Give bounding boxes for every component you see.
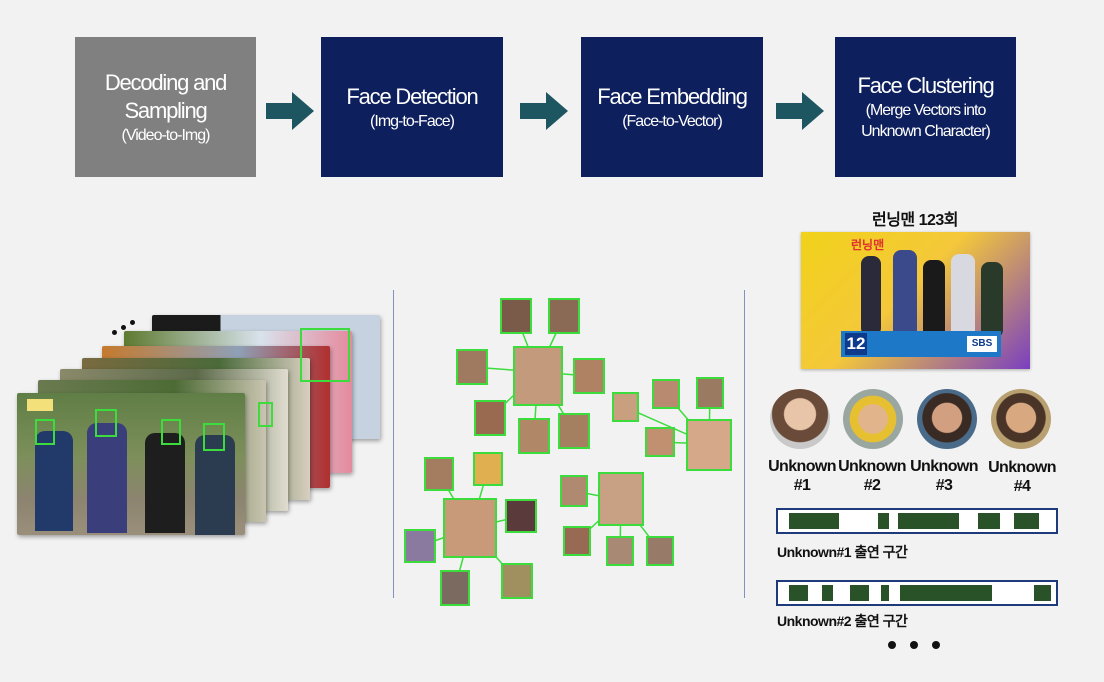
face-node — [505, 499, 537, 533]
appearance-segment — [789, 585, 808, 601]
face-node — [686, 419, 732, 471]
face-node — [563, 526, 591, 556]
appearance-segment — [822, 585, 833, 601]
face-node — [404, 529, 436, 563]
appearance-timeline-2 — [776, 580, 1058, 606]
face-node — [513, 346, 563, 406]
unknown-label-3: Unknown#3 — [910, 458, 978, 494]
appearance-segment — [898, 513, 959, 529]
face-detection-box — [95, 409, 117, 437]
stage-subtitle: (Video-to-Img) — [121, 126, 211, 144]
unknown-face-2 — [843, 389, 903, 449]
face-node — [598, 472, 644, 526]
stage-face-embedding: Face Embedding (Face-to-Vector) — [581, 37, 763, 177]
face-node — [573, 358, 605, 394]
unknown-face-3 — [917, 389, 977, 449]
stage-title: Face Detection — [346, 83, 478, 109]
stage-subtitle: (Img-to-Face) — [370, 112, 455, 130]
arrow-right-icon — [520, 92, 568, 130]
face-node — [652, 379, 680, 409]
appearance-segment — [1034, 585, 1051, 601]
appearance-segment — [1014, 513, 1039, 529]
stage-title: Face Embedding — [597, 83, 748, 109]
face-node — [424, 457, 454, 491]
unknown-label-4: Unknown#4 — [988, 459, 1056, 495]
face-node — [612, 392, 639, 422]
unknown-label-2: Unknown#2 — [838, 458, 906, 494]
stage-decoding-sampling: Decoding and Sampling (Video-to-Img) — [75, 37, 256, 177]
face-node — [474, 400, 506, 436]
appearance-segment — [878, 513, 889, 529]
face-detection-box — [258, 402, 273, 427]
face-node — [443, 498, 497, 558]
face-node — [473, 452, 503, 486]
stage-subtitle-line2: Unknown Character) — [861, 123, 991, 140]
face-node — [548, 298, 580, 334]
face-detection-box — [161, 419, 181, 445]
face-node — [560, 475, 588, 507]
episode-thumbnail: 런닝맨 12 SBS — [801, 232, 1030, 369]
face-node — [646, 536, 674, 566]
section-divider — [744, 290, 745, 598]
stage-title-line2: Sampling — [124, 97, 207, 123]
appearance-segment — [789, 513, 839, 529]
stage-title: Face Clustering — [857, 73, 994, 98]
episode-title: 런닝맨 123회 — [871, 212, 959, 229]
stage-subtitle: (Face-to-Vector) — [622, 112, 723, 130]
arrow-right-icon — [776, 92, 824, 130]
unknown-label-1: Unknown#1 — [768, 458, 836, 494]
arrow-right-icon — [266, 92, 314, 130]
section-divider — [393, 290, 394, 598]
channel-number: 12 — [845, 333, 867, 355]
video-frame-front — [17, 393, 245, 535]
show-logo: 런닝맨 — [851, 238, 885, 252]
show-logo-icon — [27, 399, 53, 411]
face-node — [501, 563, 533, 599]
unknown-face-4 — [991, 389, 1051, 449]
appearance-segment — [900, 585, 992, 601]
face-node — [645, 427, 675, 457]
stage-face-detection: Face Detection (Img-to-Face) — [321, 37, 503, 177]
face-detection-box — [203, 423, 225, 451]
face-node — [456, 349, 488, 385]
appearance-segment — [850, 585, 869, 601]
face-node — [440, 570, 470, 606]
broadcaster-logo: SBS — [967, 336, 997, 352]
face-node — [518, 418, 550, 454]
face-node — [606, 536, 634, 566]
timeline-label-1: Unknown#1 출연 구간 — [777, 544, 908, 560]
timeline-label-2: Unknown#2 출연 구간 — [777, 613, 908, 629]
stage-face-clustering: Face Clustering (Merge Vectors into Unkn… — [835, 37, 1016, 177]
face-node — [558, 413, 590, 449]
face-detection-box — [300, 328, 350, 382]
stage-subtitle-line1: (Merge Vectors into — [865, 102, 987, 119]
unknown-face-1 — [770, 389, 830, 449]
stage-title-line1: Decoding and — [104, 69, 228, 95]
appearance-segment — [978, 513, 1000, 529]
face-node — [500, 298, 532, 334]
face-detection-box — [35, 419, 55, 445]
appearance-segment — [881, 585, 889, 601]
appearance-timeline-1 — [776, 508, 1058, 534]
face-node — [696, 377, 724, 409]
